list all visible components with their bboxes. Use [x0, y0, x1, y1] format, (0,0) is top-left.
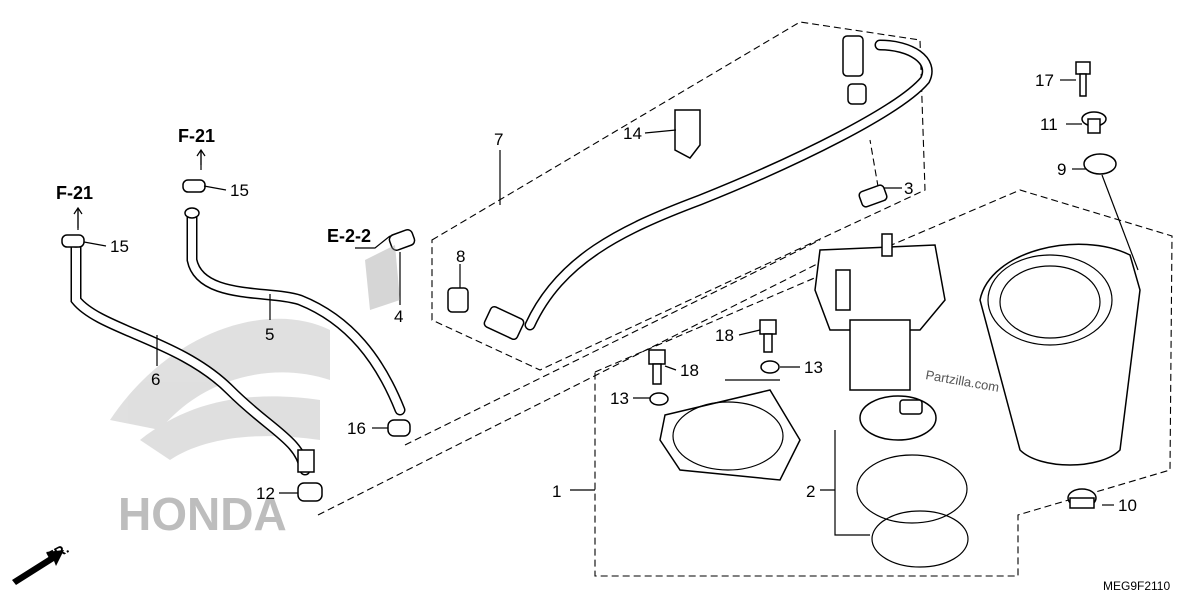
- honda-text-watermark: HONDA: [118, 488, 287, 540]
- callout-1: 1: [552, 482, 561, 501]
- leader-16-dash: [404, 239, 821, 446]
- arrow-e22: [355, 235, 391, 249]
- leader-12-dash: [317, 254, 836, 516]
- callout-13-upper: 13: [804, 358, 823, 377]
- callout-9: 9: [1057, 160, 1066, 179]
- filter-housing: [979, 243, 1141, 466]
- callout-3: 3: [904, 179, 913, 198]
- callout-6: 6: [151, 370, 160, 389]
- callout-18-upper: 18: [715, 326, 734, 345]
- front-arrow-icon: [12, 550, 64, 585]
- callout-13-lower: 13: [610, 389, 629, 408]
- callout-12: 12: [256, 484, 275, 503]
- washer-11: [1081, 111, 1107, 134]
- clamp-14: [674, 109, 701, 159]
- drawing-code: MEG9F2110: [1103, 579, 1170, 593]
- partzilla-watermark: Partzilla.com: [924, 367, 1000, 395]
- callout-11: 11: [1040, 115, 1058, 134]
- strainer: [859, 395, 937, 441]
- section-ref-f21-left[interactable]: F-21: [56, 183, 93, 203]
- o-ring-2: [856, 454, 969, 568]
- callout-4: 4: [394, 307, 403, 326]
- tube-5: [184, 207, 406, 416]
- fuel-pump-unit: [814, 233, 946, 391]
- arrow-f21-right: [196, 148, 206, 170]
- group-7-boundary: [431, 21, 926, 371]
- arrow-f21-left: [73, 206, 83, 228]
- group-1-boundary: [594, 189, 1173, 577]
- joint-3: [858, 184, 888, 208]
- shading-e22: [365, 245, 400, 310]
- callout-10: 10: [1118, 496, 1137, 515]
- callout-18-lower: 18: [680, 361, 699, 380]
- gasket: [659, 389, 801, 481]
- washer-13-upper: [760, 360, 780, 374]
- callout-5: 5: [265, 325, 274, 344]
- leader-3-dash: [869, 139, 881, 199]
- bolt-18-lower: [648, 349, 666, 385]
- grommet-9: [1083, 153, 1117, 175]
- section-ref-e22[interactable]: E-2-2: [327, 226, 371, 246]
- clip-16: [387, 419, 411, 437]
- callout-7: 7: [494, 130, 503, 149]
- clip-4: [388, 229, 416, 251]
- callout-15-left: 15: [110, 237, 129, 256]
- section-ref-f21-right[interactable]: F-21: [178, 126, 215, 146]
- bolt-18-upper: [759, 319, 777, 353]
- callout-8: 8: [456, 247, 465, 266]
- callout-14: 14: [623, 124, 642, 143]
- bolt-17: [1075, 61, 1091, 97]
- clip-15-right: [182, 179, 206, 193]
- washer-13-lower: [649, 392, 669, 406]
- clip-12: [297, 482, 323, 502]
- callout-2: 2: [806, 482, 815, 501]
- clip-15-left: [61, 234, 85, 248]
- callout-16: 16: [347, 419, 366, 438]
- tube-7: [483, 35, 933, 341]
- joint-8: [447, 287, 469, 313]
- leader-lines: [77, 79, 1139, 536]
- callout-15-right: 15: [230, 181, 249, 200]
- callout-17: 17: [1035, 71, 1054, 90]
- fitting-top: [847, 83, 867, 105]
- grommet-10: [1067, 488, 1097, 509]
